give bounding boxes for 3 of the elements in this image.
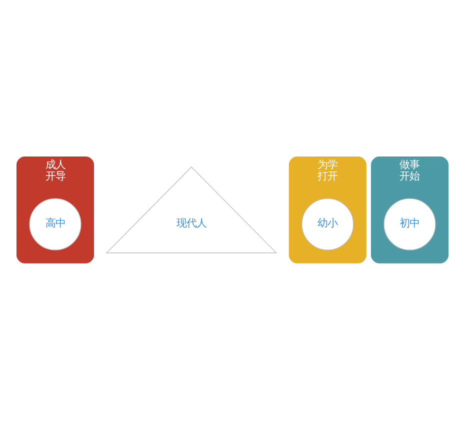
node-circle: 高中 (29, 198, 82, 250)
node-circle: 幼小 (302, 198, 354, 250)
node-circle: 初中 (384, 198, 436, 250)
